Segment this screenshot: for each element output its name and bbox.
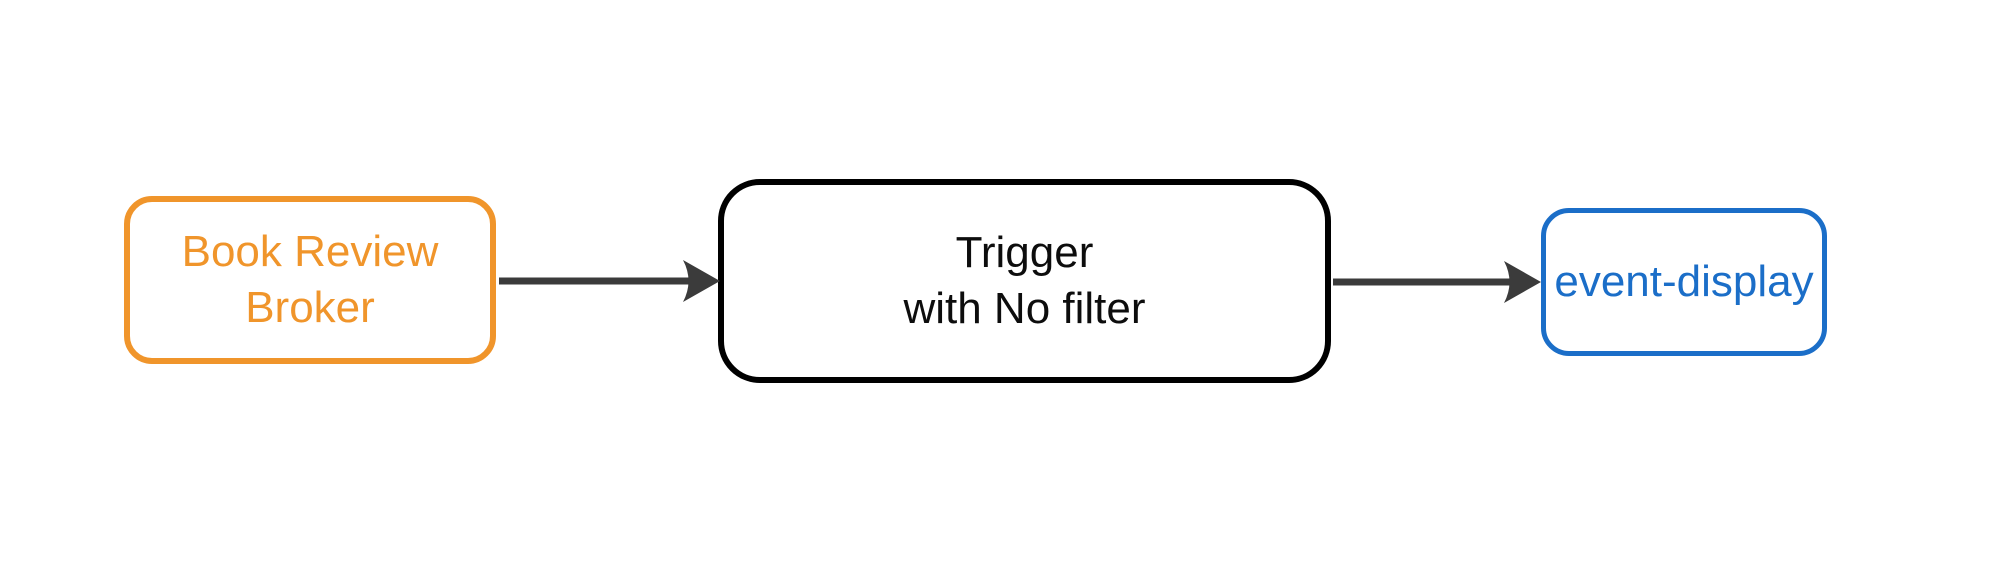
arrowhead-icon (1504, 261, 1541, 303)
node-trigger-label-line2: with No filter (903, 284, 1146, 333)
node-trigger-label-line1: Trigger (955, 228, 1094, 277)
node-event-display-label: event-display (1554, 257, 1814, 306)
edge-broker-to-trigger (499, 260, 720, 302)
edge-trigger-to-event-display (1333, 261, 1541, 303)
node-event-display: event-display (1541, 208, 1827, 356)
node-book-review-broker: Book Review Broker (124, 196, 496, 364)
node-broker-label-line2: Broker (245, 283, 375, 332)
node-trigger: Trigger with No filter (718, 179, 1331, 383)
node-broker-label-line1: Book Review (181, 227, 439, 276)
arrowhead-icon (683, 260, 720, 302)
